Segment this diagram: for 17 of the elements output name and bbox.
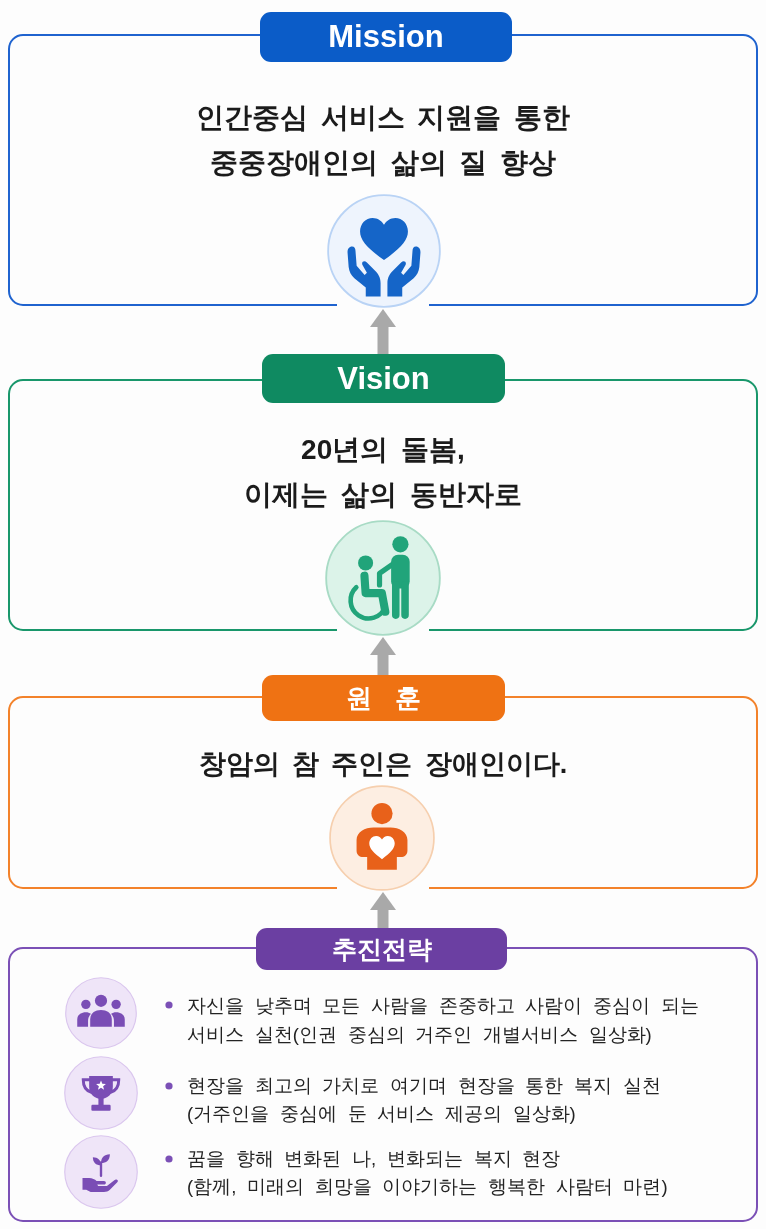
section-panel	[8, 354, 758, 637]
bullet-text: 자신을 낮추며 모든 사람을 존중하고 사람이 중심이 되는 서비스 실천(인권 중심의 거주인 개별서비스 일상화)	[187, 993, 699, 1047]
arrow	[370, 309, 396, 354]
section-panel	[8, 12, 758, 309]
title-banner: Mission	[260, 12, 512, 62]
title-banner: Vision	[262, 354, 505, 403]
bullet-text: 꿈을 향해 변화된 나, 변화되는 복지 현장 (함께, 미래의 희망을 이야기하는 행복한 사람터 마련)	[187, 1147, 668, 1199]
section-panel	[8, 675, 758, 892]
arrow	[370, 637, 396, 675]
statement-text: 20년의 돌봄, 이제는 삶의 동반자로	[244, 432, 522, 512]
title-banner: 원 훈	[262, 675, 505, 721]
bullet-text: 현장을 최고의 가치로 여기며 현장을 통한 복지 실천 (거주인을 중심에 둔 서비스 제공의 일상화)	[187, 1074, 661, 1126]
section-panel	[8, 928, 758, 1222]
statement-text: 인간중심 서비스 지원을 통한 중중장애인의 삶의 질 향상	[195, 100, 571, 180]
arrow	[370, 892, 396, 928]
title-banner: 추진전략	[256, 928, 507, 970]
statement-text: 창암의 참 주인은 장애인이다.	[198, 748, 568, 781]
